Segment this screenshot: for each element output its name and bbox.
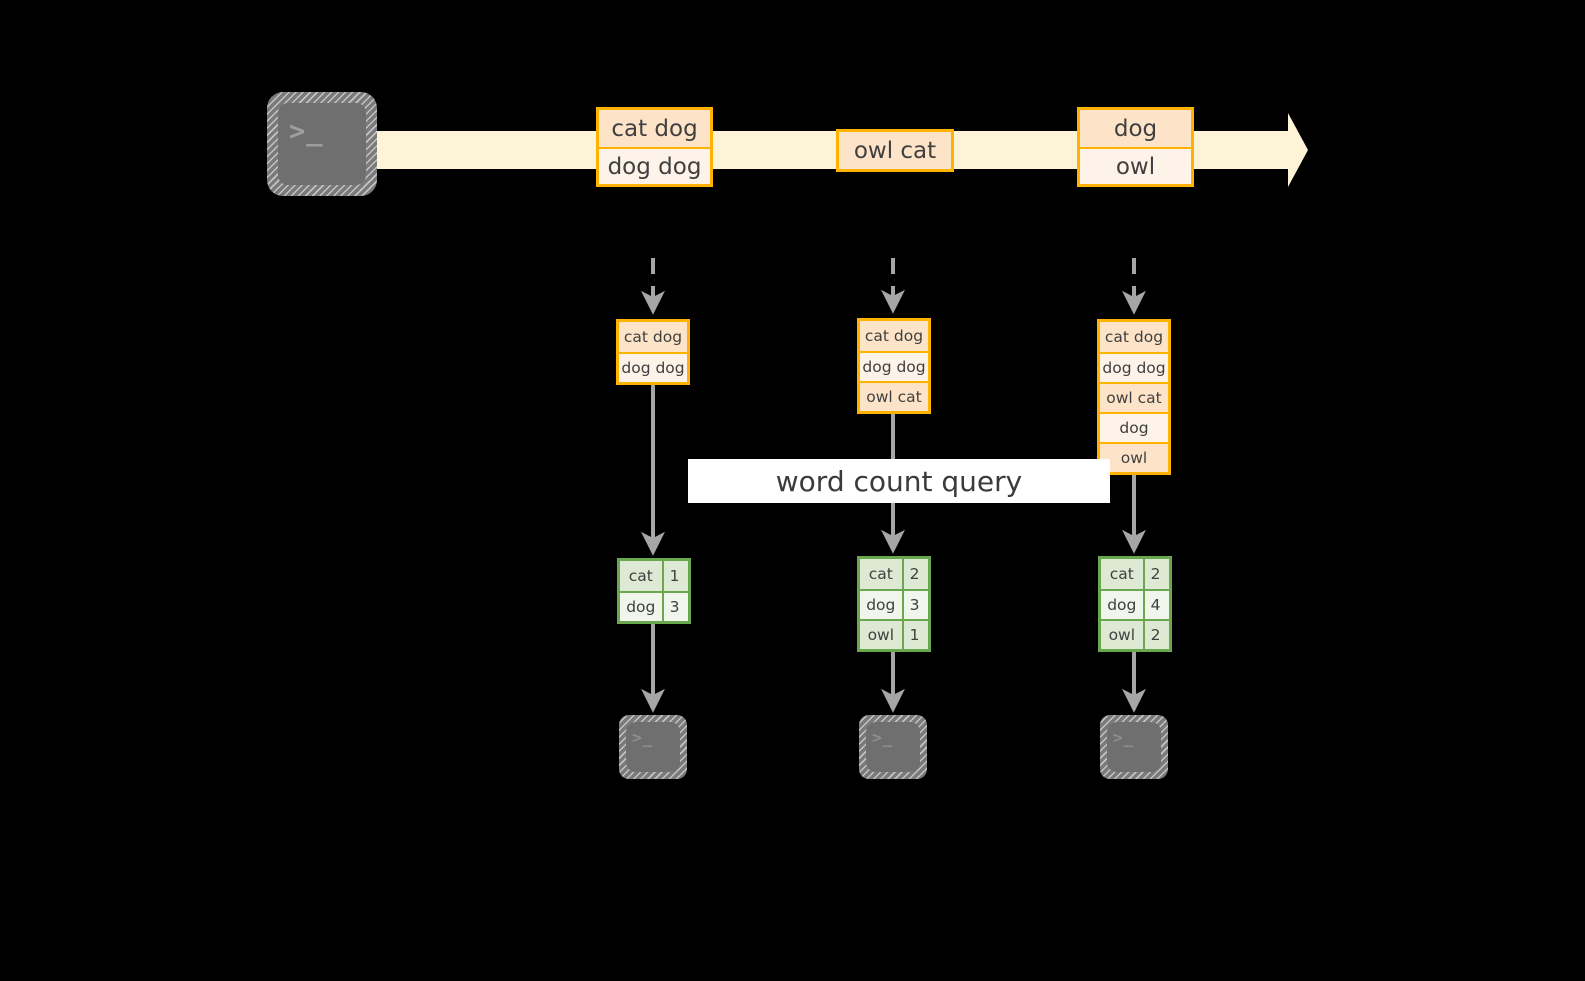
- accumulated-line: owl cat: [860, 381, 928, 411]
- terminal-screen: [1107, 722, 1161, 772]
- terminal-prompt-glyph: >_: [632, 728, 654, 747]
- accumulated-state-box-1: cat dog dog dog: [616, 319, 690, 385]
- query-label: word count query: [688, 459, 1110, 503]
- source-terminal-icon: >_: [267, 92, 377, 196]
- accumulated-line: cat dog: [619, 322, 687, 352]
- table-row: cat 2: [1101, 559, 1169, 589]
- terminal-prompt-glyph: >_: [289, 116, 324, 147]
- accumulated-line: owl cat: [1100, 382, 1168, 412]
- accumulated-line: cat dog: [860, 321, 928, 351]
- result-table-2: cat 2 dog 3 owl 1: [857, 556, 931, 652]
- result-word: owl: [860, 621, 904, 649]
- accumulated-state-box-3: cat dog dog dog owl cat dog owl: [1097, 319, 1171, 475]
- table-row: cat 2: [860, 559, 928, 589]
- terminal-prompt-glyph: >_: [1113, 728, 1135, 747]
- result-word: cat: [1101, 559, 1145, 589]
- table-row: owl 2: [1101, 619, 1169, 649]
- terminal-screen: [626, 722, 680, 772]
- stream-record-line: dog: [1080, 110, 1191, 147]
- table-row: owl 1: [860, 619, 928, 649]
- stream-record-box-1: cat dog dog dog: [596, 107, 713, 187]
- result-word: cat: [860, 559, 904, 589]
- stream-record-line: dog dog: [599, 147, 710, 184]
- result-count: 2: [903, 559, 928, 589]
- accumulated-line: dog dog: [619, 352, 687, 382]
- result-table-1: cat 1 dog 3: [617, 558, 691, 624]
- stream-record-box-2: owl cat: [836, 129, 954, 172]
- result-table-3: cat 2 dog 4 owl 2: [1098, 556, 1172, 652]
- accumulated-line: owl: [1100, 442, 1168, 472]
- accumulated-line: cat dog: [1100, 322, 1168, 352]
- stream-record-line: owl: [1080, 147, 1191, 184]
- result-count: 2: [1144, 559, 1169, 589]
- result-count: 4: [1144, 591, 1169, 619]
- result-word: dog: [1101, 591, 1145, 619]
- result-count: 3: [663, 593, 688, 621]
- stream-record-line: owl cat: [839, 132, 951, 169]
- accumulated-line: dog dog: [1100, 352, 1168, 382]
- sink-terminal-icon-1: >_: [619, 715, 687, 779]
- table-row: dog 3: [620, 591, 688, 621]
- accumulated-line: dog dog: [860, 351, 928, 381]
- result-count: 3: [903, 591, 928, 619]
- result-count: 1: [903, 621, 928, 649]
- stream-record-box-3: dog owl: [1077, 107, 1194, 187]
- sink-arrows: [641, 622, 1146, 713]
- terminal-screen: [278, 103, 366, 185]
- result-word: dog: [620, 593, 664, 621]
- sink-terminal-icon-3: >_: [1100, 715, 1168, 779]
- table-row: dog 4: [1101, 589, 1169, 619]
- sink-terminal-icon-2: >_: [859, 715, 927, 779]
- table-row: cat 1: [620, 561, 688, 591]
- stream-arrowhead: [1274, 113, 1308, 187]
- accumulated-line: dog: [1100, 412, 1168, 442]
- result-count: 2: [1144, 621, 1169, 649]
- result-word: cat: [620, 561, 664, 591]
- result-count: 1: [663, 561, 688, 591]
- stream-record-line: cat dog: [599, 110, 710, 147]
- terminal-prompt-glyph: >_: [872, 728, 894, 747]
- accumulated-state-box-2: cat dog dog dog owl cat: [857, 318, 931, 414]
- terminal-screen: [866, 722, 920, 772]
- dashed-feed-arrows: [641, 258, 1146, 315]
- result-word: dog: [860, 591, 904, 619]
- result-word: owl: [1101, 621, 1145, 649]
- table-row: dog 3: [860, 589, 928, 619]
